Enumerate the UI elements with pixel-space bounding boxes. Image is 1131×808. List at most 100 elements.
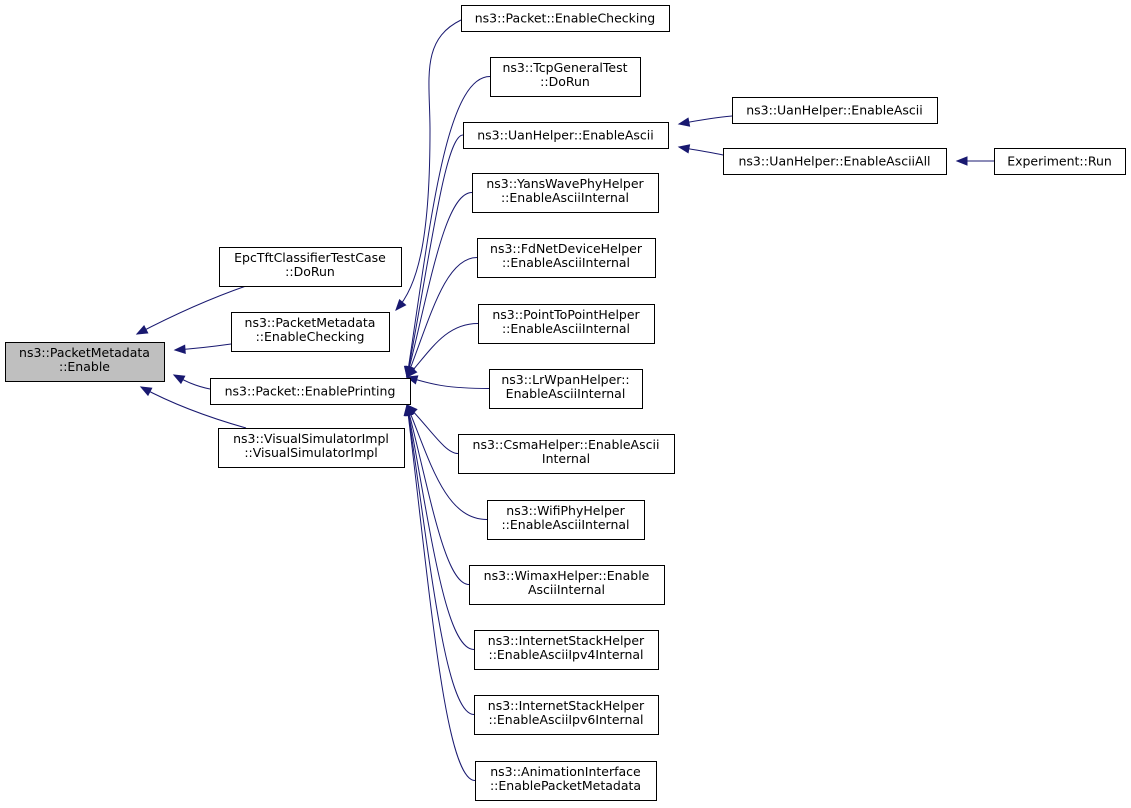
- arrowhead: [405, 375, 419, 385]
- node-box: [472, 173, 659, 213]
- edges-layer: [135, 19, 994, 781]
- node-wifi[interactable]: ns3::WifiPhyHelper::EnableAsciiInternal: [487, 500, 645, 540]
- node-label-line: ::EnableAsciiInternal: [502, 321, 630, 336]
- node-box: [489, 369, 643, 409]
- node-label-line: Internal: [542, 451, 590, 466]
- node-label-line: ::EnableAsciiInternal: [501, 190, 629, 205]
- node-label-line: ns3::UanHelper::EnableAscii: [477, 128, 654, 143]
- node-label-line: ::VisualSimulatorImpl: [244, 445, 377, 460]
- node-box: [474, 695, 659, 735]
- node-pm-check[interactable]: ns3::PacketMetadata::EnableChecking: [231, 312, 390, 352]
- edge-lrwpan-to-pkt_print: [405, 375, 490, 389]
- node-label-line: ns3::PointToPointHelper: [492, 307, 640, 322]
- node-label-line: ::EnableAsciiInternal: [502, 255, 630, 270]
- arrowhead: [172, 374, 186, 385]
- node-box: [994, 148, 1126, 175]
- node-pkt-check[interactable]: ns3::Packet::EnableChecking: [461, 5, 670, 32]
- node-box: [463, 122, 669, 149]
- edge-uan_ascii2-to-uan_ascii: [677, 115, 733, 127]
- node-label-line: ns3::LrWpanHelper::: [501, 372, 629, 387]
- node-lrwpan[interactable]: ns3::LrWpanHelper::EnableAsciiInternal: [489, 369, 643, 409]
- node-label-line: ::EnableChecking: [256, 329, 365, 344]
- node-exp-run[interactable]: Experiment::Run: [994, 148, 1126, 175]
- node-label-line: ::EnableAsciiIpv4Internal: [488, 647, 643, 662]
- node-p2p[interactable]: ns3::PointToPointHelper::EnableAsciiInte…: [478, 304, 655, 344]
- node-label-line: ns3::Packet::EnableChecking: [475, 11, 656, 26]
- node-label-line: ns3::PacketMetadata: [245, 315, 376, 330]
- node-label-line: AsciiInternal: [528, 582, 605, 597]
- arrowhead: [403, 403, 413, 416]
- node-tcp[interactable]: ns3::TcpGeneralTest::DoRun: [490, 57, 641, 97]
- node-uan-all[interactable]: ns3::UanHelper::EnableAsciiAll: [723, 148, 947, 175]
- node-label-line: ::Enable: [59, 359, 110, 374]
- node-label-line: ::DoRun: [285, 264, 335, 279]
- node-box: [475, 761, 657, 801]
- node-label-line: ns3::PacketMetadata: [19, 345, 150, 360]
- edge-anim-to-pkt_print: [403, 403, 476, 781]
- edge-vis-to-root: [139, 386, 247, 429]
- node-label-line: ns3::WimaxHelper::Enable: [484, 568, 650, 583]
- nodes-layer: ns3::PacketMetadata::Enable EpcTftClassif…: [5, 5, 1126, 801]
- node-anim[interactable]: ns3::AnimationInterface::EnablePacketMet…: [475, 761, 657, 801]
- node-label-line: ns3::Packet::EnablePrinting: [225, 384, 396, 399]
- node-wimax[interactable]: ns3::WimaxHelper::EnableAsciiInternal: [469, 565, 665, 605]
- node-label-line: ns3::TcpGeneralTest: [502, 60, 627, 75]
- arrowhead: [173, 344, 186, 354]
- edge-p2p-to-pkt_print: [406, 323, 479, 379]
- node-box: [477, 238, 656, 278]
- node-box: [5, 342, 165, 382]
- node-label-line: ns3::YansWavePhyHelper: [486, 176, 644, 191]
- node-box: [219, 247, 402, 287]
- node-label-line: EnableAsciiInternal: [506, 386, 626, 401]
- edge-uan_ascii-to-pkt_print: [404, 134, 464, 379]
- arrowhead: [955, 156, 968, 166]
- arrowhead: [677, 117, 691, 127]
- edge-pm_check-to-root: [173, 343, 232, 354]
- node-box: [487, 500, 645, 540]
- node-epc[interactable]: EpcTftClassifierTestCase::DoRun: [219, 247, 402, 287]
- node-box: [461, 5, 670, 32]
- node-label-line: Experiment::Run: [1007, 154, 1112, 169]
- node-label-line: ns3::WifiPhyHelper: [506, 503, 625, 518]
- node-label-line: ns3::InternetStackHelper: [488, 698, 645, 713]
- arrowhead: [139, 386, 153, 397]
- node-pkt-print[interactable]: ns3::Packet::EnablePrinting: [210, 378, 411, 405]
- node-label-line: ns3::CsmaHelper::EnableAscii: [473, 437, 660, 452]
- node-label-line: EpcTftClassifierTestCase: [234, 250, 386, 265]
- node-label-line: ns3::InternetStackHelper: [488, 633, 645, 648]
- node-yans[interactable]: ns3::YansWavePhyHelper::EnableAsciiInter…: [472, 173, 659, 213]
- node-root[interactable]: ns3::PacketMetadata::Enable: [5, 342, 165, 382]
- node-label-line: ns3::UanHelper::EnableAscii: [746, 103, 923, 118]
- node-box: [210, 378, 411, 405]
- node-csma[interactable]: ns3::CsmaHelper::EnableAsciiInternal: [458, 434, 675, 474]
- arrowhead: [406, 365, 418, 379]
- node-inet4[interactable]: ns3::InternetStackHelper::EnableAsciiIpv…: [474, 630, 659, 670]
- node-label-line: ns3::FdNetDeviceHelper: [490, 241, 643, 256]
- node-label-line: ns3::UanHelper::EnableAsciiAll: [738, 154, 930, 169]
- node-label-line: ::DoRun: [540, 74, 590, 89]
- arrowhead: [135, 324, 149, 335]
- node-box: [490, 57, 641, 97]
- edge-epc-to-root: [135, 285, 247, 335]
- node-uan-ascii2[interactable]: ns3::UanHelper::EnableAscii: [732, 97, 938, 124]
- node-box: [478, 304, 655, 344]
- node-label-line: ::EnablePacketMetadata: [490, 778, 641, 793]
- edge-wimax-to-pkt_print: [405, 403, 470, 585]
- edge-pkt_print-to-root: [172, 374, 211, 390]
- node-fdnet[interactable]: ns3::FdNetDeviceHelper::EnableAsciiInter…: [477, 238, 656, 278]
- node-label-line: ns3::VisualSimulatorImpl: [233, 431, 389, 446]
- arrowhead: [677, 144, 691, 154]
- node-uan-ascii[interactable]: ns3::UanHelper::EnableAscii: [463, 122, 669, 149]
- node-label-line: ns3::AnimationInterface: [490, 764, 641, 779]
- node-box: [458, 434, 675, 474]
- node-inet6[interactable]: ns3::InternetStackHelper::EnableAsciiIpv…: [474, 695, 659, 735]
- edge-uan_all-to-uan_ascii: [677, 144, 724, 156]
- node-box: [723, 148, 947, 175]
- node-label-line: ::EnableAsciiInternal: [501, 517, 629, 532]
- node-box: [231, 312, 390, 352]
- edge-yans-to-pkt_print: [404, 192, 473, 379]
- edge-pkt_check-to-pm_check: [395, 19, 462, 312]
- arrowhead: [395, 298, 407, 312]
- node-vis[interactable]: ns3::VisualSimulatorImpl::VisualSimulato…: [218, 428, 405, 468]
